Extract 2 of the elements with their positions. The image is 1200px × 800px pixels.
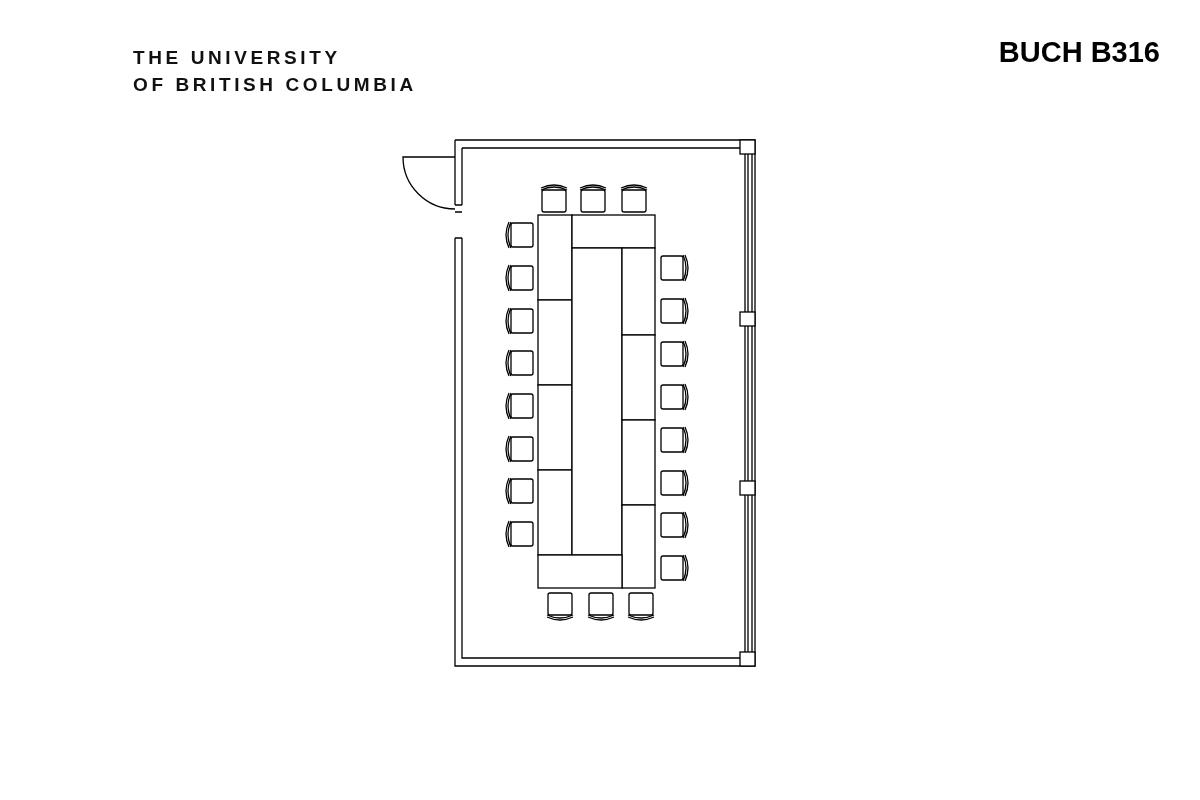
university-name: THE UNIVERSITY OF BRITISH COLUMBIA [133, 46, 417, 97]
room-title: BUCH B316 [998, 36, 1160, 69]
